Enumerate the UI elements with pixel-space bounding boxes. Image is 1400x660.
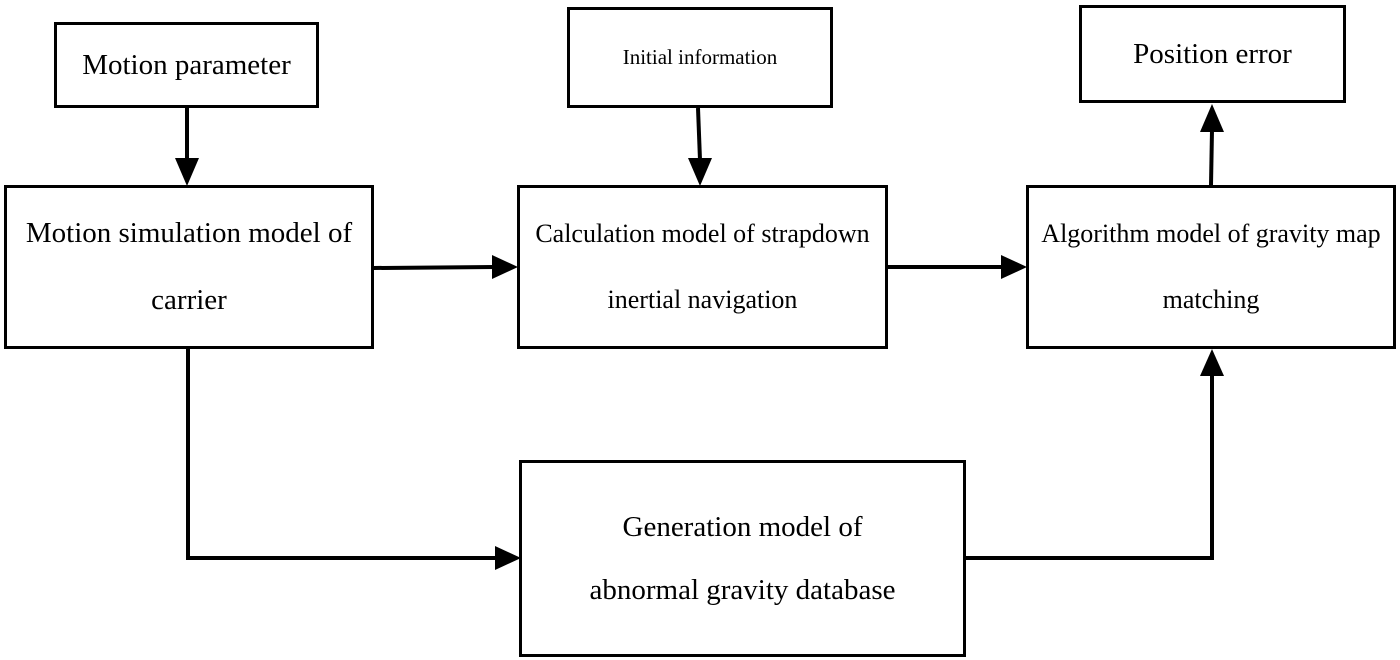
edge-gravity-matching-to-position-error: [1200, 104, 1224, 186]
edge-motion-simulation-to-gravity-database: [186, 349, 521, 570]
edge-initial-information-to-strapdown-calculation: [688, 107, 712, 186]
edge-strapdown-calculation-to-gravity-matching: [888, 255, 1027, 279]
motion-simulation-label-line-1: Motion simulation model of: [25, 217, 353, 249]
position-error-label: Position error: [1133, 37, 1292, 70]
gravity-database-label-line-2: abnormal gravity database: [589, 573, 896, 606]
edge-motion-parameter-to-motion-simulation: [175, 108, 199, 186]
gravity-database-label-line-1: Generation model of: [622, 510, 863, 543]
gravity-matching-label-line-2: matching: [1162, 285, 1260, 314]
motion-simulation-label-line-2: carrier: [151, 284, 227, 316]
gravity-matching-label-line-1: Algorithm model of gravity map: [1041, 219, 1381, 248]
motion-simulation-model-box: Motion simulation model of carrier: [4, 185, 374, 349]
initial-information-label: Initial information: [622, 45, 778, 69]
position-error-box: Position error: [1079, 5, 1346, 103]
strapdown-calculation-model-box: Calculation model of strapdown inertial …: [517, 185, 888, 349]
motion-parameter-label: Motion parameter: [82, 48, 291, 81]
strapdown-calculation-label-line-1: Calculation model of strapdown: [535, 219, 870, 248]
initial-information-box: Initial information: [567, 7, 833, 108]
edge-motion-simulation-to-strapdown-calculation: [373, 255, 518, 279]
gravity-database-generation-model-box: Generation model of abnormal gravity dat…: [519, 460, 966, 657]
edge-gravity-database-to-gravity-matching: [966, 349, 1224, 560]
motion-parameter-box: Motion parameter: [54, 22, 319, 108]
strapdown-calculation-label-line-2: inertial navigation: [607, 285, 798, 314]
gravity-map-matching-model-box: Algorithm model of gravity map matching: [1026, 185, 1396, 349]
